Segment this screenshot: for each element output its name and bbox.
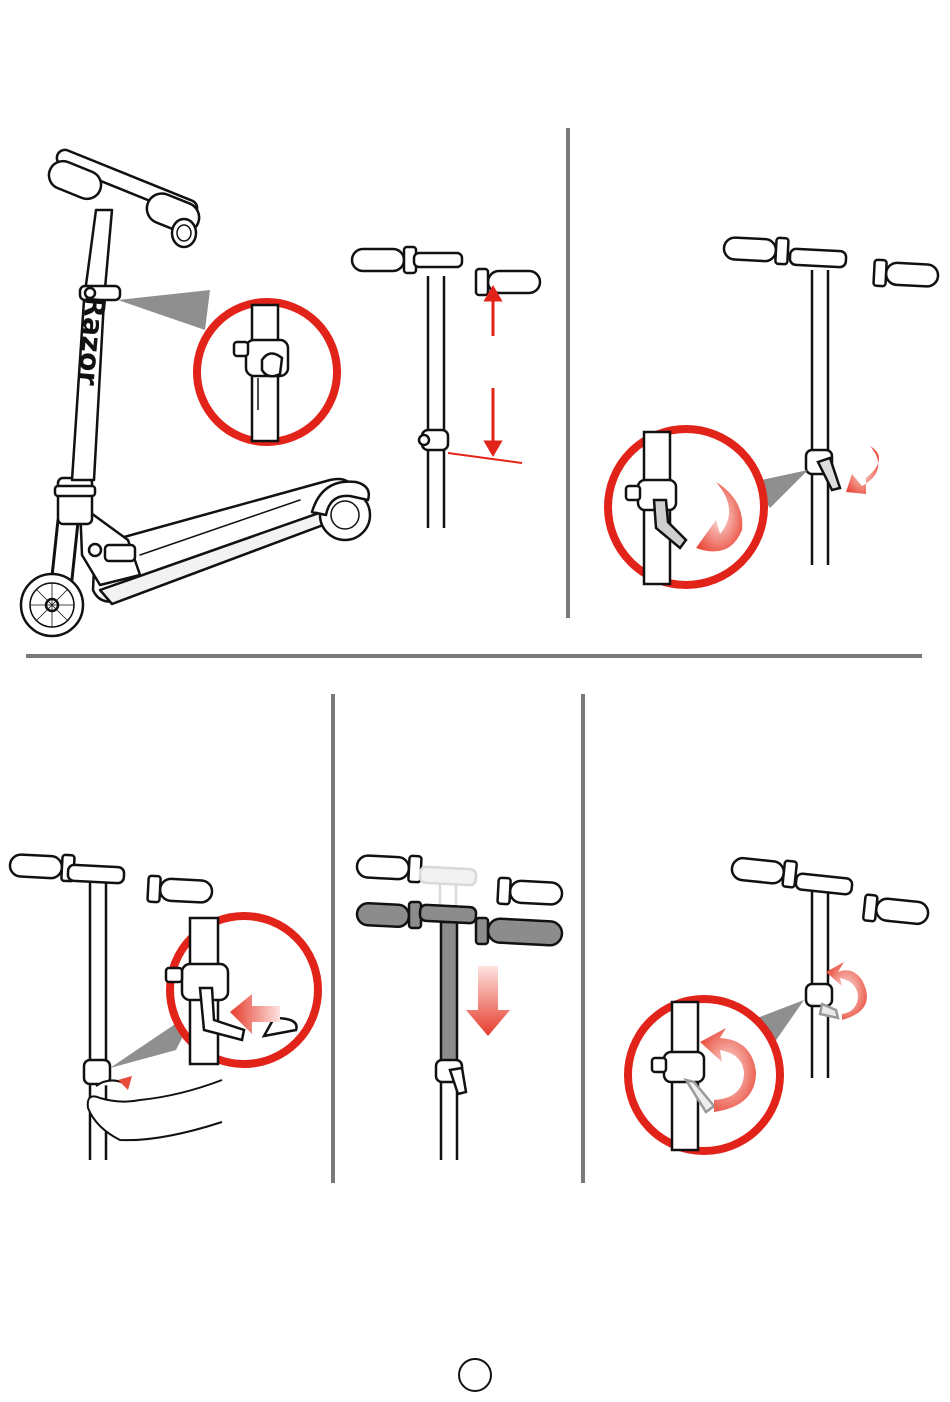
magnifier-clamp-detail (197, 302, 337, 442)
step-2-illustration (608, 235, 939, 585)
down-arrow (466, 966, 510, 1036)
height-arrow (448, 288, 522, 463)
page-number-badge (459, 1359, 491, 1391)
magnifier-close-lever (628, 999, 780, 1151)
step-1-illustration: Razor (21, 147, 540, 636)
hand (88, 1080, 222, 1140)
panel-dividers (26, 128, 922, 1183)
step-5-illustration (628, 855, 929, 1151)
stem-height-diagram (352, 247, 540, 528)
magnifier-open-lever (608, 429, 764, 585)
step-3-illustration (9, 852, 318, 1160)
callout-wedge-1 (118, 290, 210, 330)
handlebar-lowered (356, 902, 562, 1160)
magnifier-button (166, 916, 318, 1064)
scooter-logo: Razor (71, 294, 112, 387)
rotate-arrow-small (846, 446, 879, 494)
step-4-illustration (356, 853, 562, 1160)
